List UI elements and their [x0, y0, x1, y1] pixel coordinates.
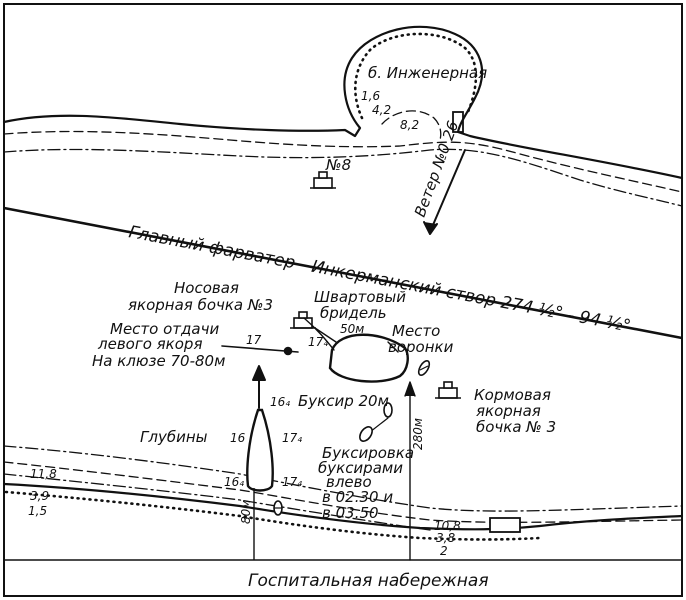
tug-1 — [383, 402, 393, 418]
wind-arrow — [423, 149, 466, 235]
depth-16: 16 — [230, 431, 246, 445]
depth-17-4-b: 17₄ — [282, 431, 302, 445]
wind-label: Ветер №0 26 — [411, 119, 462, 220]
depths-title: Глубины — [140, 428, 208, 446]
depth-11-8: 11,8 — [30, 467, 57, 481]
mooring-label-1: Швартовый — [314, 288, 406, 306]
anchor-label-2: левого якоря — [97, 335, 202, 353]
berth — [489, 517, 521, 533]
towing-label-2: буксирами — [318, 459, 403, 477]
bow-buoy-label-1: Носовая — [174, 279, 239, 297]
buoy-8-icon — [310, 171, 336, 189]
depth-16-4-a: 16₄ — [270, 395, 290, 409]
south-isobaths — [3, 445, 683, 531]
mooring-bridle — [303, 317, 337, 351]
depth-17: 17 — [246, 333, 262, 347]
towed-ship — [246, 408, 274, 492]
fairway-line — [3, 206, 683, 340]
depth-17-4-a: 17₄ — [308, 335, 328, 349]
dist-80-label: 80м — [239, 500, 253, 524]
embankment-label: Госпитальная набережная — [248, 571, 489, 591]
stern-buoy-icon — [435, 381, 461, 399]
crater-label-2: воронки — [388, 338, 454, 356]
stern-buoy-label-2: якорная — [476, 402, 541, 420]
map-frame — [3, 3, 683, 597]
dist-280-label: 280м — [411, 418, 425, 450]
depth-16-4-b: 16₄ — [224, 475, 244, 489]
mooring-label-2: бридель — [320, 304, 387, 322]
bay-hatching — [353, 32, 478, 120]
depth-2: 2 — [440, 544, 448, 558]
stern-buoy-label-1: Кормовая — [474, 386, 551, 404]
bow-buoy-icon — [290, 311, 316, 329]
pier — [452, 111, 464, 133]
depth-3-9: 3,9 — [30, 489, 49, 503]
depth-1-5: 1,5 — [28, 504, 47, 518]
moored-ship — [328, 333, 409, 383]
depth-17-4-c: 17₄ — [282, 475, 302, 489]
bay-name: б. Инженерная — [368, 64, 487, 82]
towed-ship-bow-arrow — [252, 365, 266, 409]
towing-label-4: в 02.30 и — [322, 488, 393, 506]
towing-label-1: Буксировка — [322, 444, 414, 462]
towing-label-5: в 03.50 — [322, 504, 379, 522]
anchor-label-1: Место отдачи — [110, 320, 219, 338]
south-hatching — [4, 490, 542, 541]
depth-10-8: 10,8 — [434, 519, 461, 533]
depth-3-8: 3,8 — [436, 531, 455, 545]
tug-label: Буксир 20м — [298, 392, 389, 410]
stern-buoy-label-3: бочка № 3 — [476, 418, 556, 436]
north-isobaths — [3, 110, 683, 207]
tug-2 — [359, 426, 373, 442]
buoy-8-label: №8 — [325, 156, 351, 174]
crater-pointer — [387, 341, 399, 353]
depth-4-2: 4,2 — [372, 103, 391, 117]
north-shore — [2, 25, 684, 180]
depth-1-6: 1,6 — [361, 89, 380, 103]
tug-1-line — [369, 417, 389, 433]
anchor-line — [221, 345, 299, 356]
towing-label-3: влево — [326, 473, 372, 491]
bow-buoy-label-2: якорная бочка №3 — [128, 296, 273, 314]
anchor-label-3: На клюзе 70-80м — [92, 352, 225, 370]
crater-label-1: Место — [392, 322, 440, 340]
mooring-length: 50м — [340, 322, 364, 336]
depth-8-2: 8,2 — [400, 118, 419, 132]
dim-280m — [404, 381, 416, 561]
